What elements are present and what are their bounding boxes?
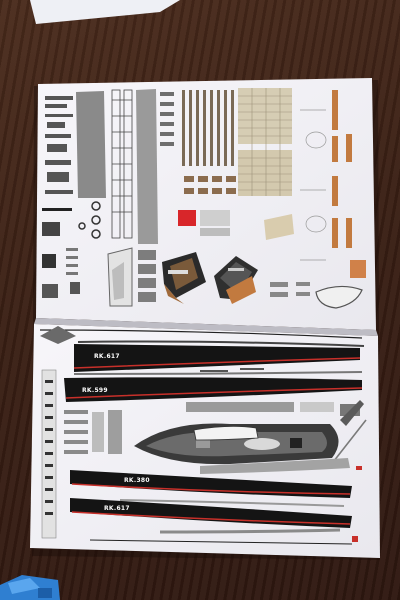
ladder-parts	[111, 89, 133, 239]
printed-model-right	[214, 256, 258, 304]
background-paper-corner	[30, 0, 180, 24]
hull-label-4: RK.617	[104, 505, 130, 512]
hull-strip-2: RK.599	[64, 377, 363, 402]
plank-strips	[182, 90, 234, 166]
booklet-fold	[34, 318, 378, 336]
left-window-strip	[41, 369, 57, 539]
printed-model-left	[162, 252, 206, 304]
small-brown-tiles	[184, 176, 236, 194]
hull-outline-piece	[315, 285, 363, 309]
bottom-page: RK.617 RK.599	[30, 324, 380, 558]
hull-label-1: RK.617	[94, 353, 120, 360]
main-deck-plan	[134, 423, 339, 465]
small-parts-left	[42, 96, 73, 298]
round-parts	[78, 201, 101, 239]
top-page	[36, 78, 376, 330]
hull-label-3: RK.380	[124, 477, 150, 484]
beige-deck-panels	[238, 88, 292, 196]
red-part	[178, 210, 196, 226]
grey-bars	[138, 250, 156, 302]
beige-hull-piece	[264, 214, 294, 240]
blue-toy	[0, 575, 60, 600]
hull-strip-4: RK.617	[70, 498, 352, 528]
grey-deck-strip	[76, 91, 106, 198]
hull-strip-1: RK.617	[73, 344, 361, 372]
wooden-pieces	[332, 90, 366, 278]
hull-label-2: RK.599	[82, 387, 108, 394]
hull-strip-3: RK.380	[70, 470, 352, 498]
